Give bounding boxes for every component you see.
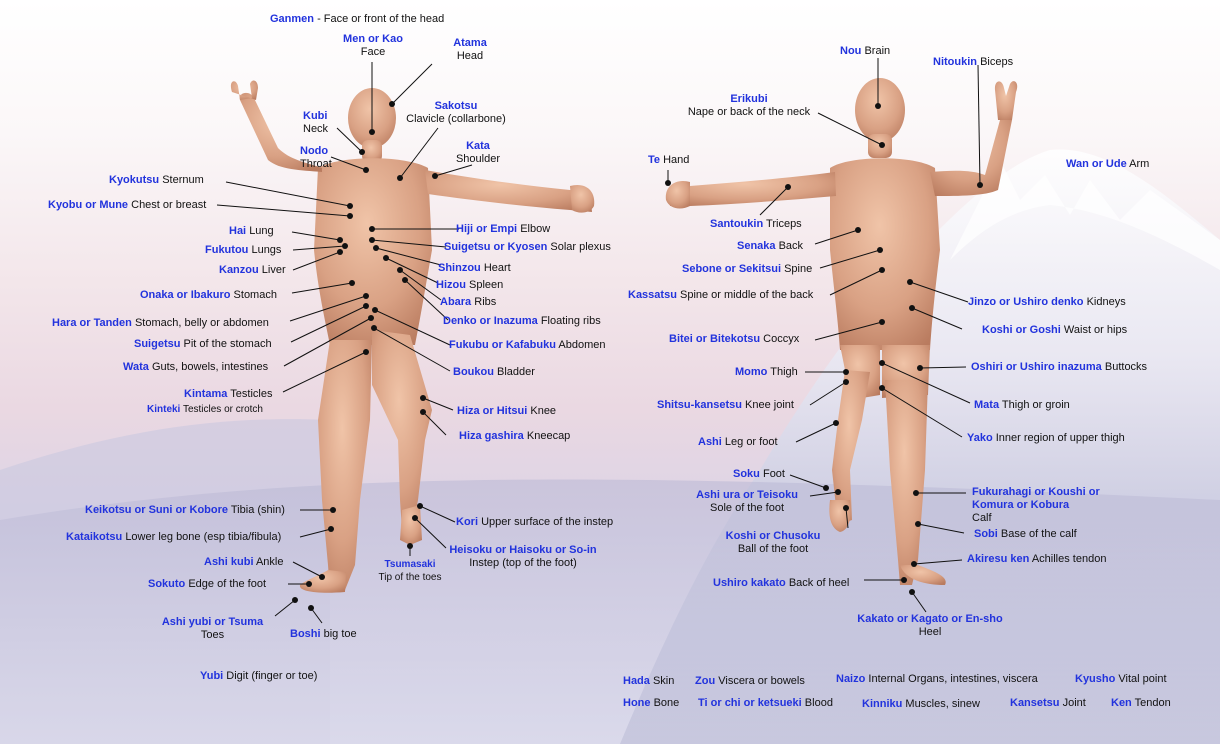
label-fukubu: Fukubu or Kafabuku Abdomen xyxy=(449,339,606,352)
label-hizou: Hizou Spleen xyxy=(436,279,503,292)
label-zou: Zou Viscera or bowels xyxy=(695,675,805,688)
label-hada: Hada Skin xyxy=(623,675,674,688)
label-yako: Yako Inner region of upper thigh xyxy=(967,432,1125,445)
label-hiji: Hiji or Empi Elbow xyxy=(456,223,550,236)
label-onaka: Onaka or Ibakuro Stomach xyxy=(140,289,277,302)
label-sobi: Sobi Base of the calf xyxy=(974,528,1077,541)
label-soku: Soku Foot xyxy=(733,468,785,481)
label-yubi: Yubi Digit (finger or toe) xyxy=(200,670,317,683)
label-shitsu-kansetsu: Shitsu-kansetsu Knee joint xyxy=(657,399,794,412)
front-fist xyxy=(570,185,594,213)
label-kori: Kori Upper surface of the instep xyxy=(456,516,613,529)
label-ashi-kubi: Ashi kubi Ankle xyxy=(204,556,284,569)
back-head xyxy=(855,78,905,142)
label-kinteki: Kinteki Testicles or crotch xyxy=(147,403,263,416)
label-fukutou: Fukutou Lungs xyxy=(205,244,281,257)
label-kanzou: Kanzou Liver xyxy=(219,264,286,277)
label-momo: Momo Thigh xyxy=(735,366,798,379)
label-hai: Hai Lung xyxy=(229,225,274,238)
label-ketsueki: Ti or chi or ketsueki Blood xyxy=(698,697,833,710)
label-keikotsu: Keikotsu or Suni or Kobore Tibia (shin) xyxy=(85,504,285,517)
back-raised-hand xyxy=(995,81,1017,120)
label-nitoukin: Nitoukin Biceps xyxy=(933,56,1013,69)
front-extended-arm xyxy=(425,170,592,212)
label-boukou: Boukou Bladder xyxy=(453,366,535,379)
label-ganmen: Ganmen - Face or front of the head xyxy=(270,13,444,26)
label-senaka: Senaka Back xyxy=(737,240,803,253)
back-torso xyxy=(830,158,940,350)
label-boshi: Boshi big toe xyxy=(290,628,357,641)
label-abara: Abara Ribs xyxy=(440,296,496,309)
label-kyokutsu: Kyokutsu Sternum xyxy=(109,174,204,187)
label-denko: Denko or Inazuma Floating ribs xyxy=(443,315,601,328)
label-kataikotsu: Kataikotsu Lower leg bone (esp tibia/fib… xyxy=(66,531,281,544)
label-akiresu-ken: Akiresu ken Achilles tendon xyxy=(967,553,1106,566)
front-raised-foot xyxy=(400,505,422,545)
label-wata: Wata Guts, bowels, intestines xyxy=(123,361,268,374)
label-hiza: Hiza or Hitsui Knee xyxy=(457,405,556,418)
label-kyusho: Kyusho Vital point xyxy=(1075,673,1167,686)
label-wan: Wan or Ude Arm xyxy=(1066,158,1149,171)
label-sokuto: Sokuto Edge of the foot xyxy=(148,578,266,591)
label-bitei: Bitei or Bitekotsu Coccyx xyxy=(669,333,799,346)
label-oshiri: Oshiri or Ushiro inazuma Buttocks xyxy=(971,361,1147,374)
label-hara: Hara or Tanden Stomach, belly or abdomen xyxy=(52,317,269,330)
label-ken: Ken Tendon xyxy=(1111,697,1171,710)
label-koshi-goshi: Koshi or Goshi Waist or hips xyxy=(982,324,1127,337)
label-te: Te Hand xyxy=(648,154,689,167)
label-ushiro-kakato: Ushiro kakato Back of heel xyxy=(713,577,849,590)
label-shinzou: Shinzou Heart xyxy=(438,262,511,275)
label-sebone: Sebone or Sekitsui Spine xyxy=(682,263,812,276)
label-kinniku: Kinniku Muscles, sinew xyxy=(862,698,980,711)
label-mata: Mata Thigh or groin xyxy=(974,399,1070,412)
mount-fuji-backdrop xyxy=(0,150,1220,744)
label-hone: Hone Bone xyxy=(623,697,679,710)
label-naizo: Naizo Internal Organs, intestines, visce… xyxy=(836,673,1038,686)
label-kansetsu: Kansetsu Joint xyxy=(1010,697,1086,710)
label-ashi: Ashi Leg or foot xyxy=(698,436,778,449)
label-suigetsu: Suigetsu Pit of the stomach xyxy=(134,338,272,351)
label-hiza-gashira: Hiza gashira Kneecap xyxy=(459,430,570,443)
label-kassatsu: Kassatsu Spine or middle of the back xyxy=(628,289,813,302)
label-kintama: Kintama Testicles xyxy=(184,388,272,401)
front-raised-hand xyxy=(231,81,258,100)
back-extended-arm xyxy=(670,172,836,206)
label-nou: Nou Brain xyxy=(840,45,890,58)
label-santoukin: Santoukin Triceps xyxy=(710,218,802,231)
label-jinzo: Jinzo or Ushiro denko Kidneys xyxy=(968,296,1126,309)
label-suigetsu-kyosen: Suigetsu or Kyosen Solar plexus xyxy=(444,241,611,254)
label-kyobu: Kyobu or Mune Chest or breast xyxy=(48,199,206,212)
